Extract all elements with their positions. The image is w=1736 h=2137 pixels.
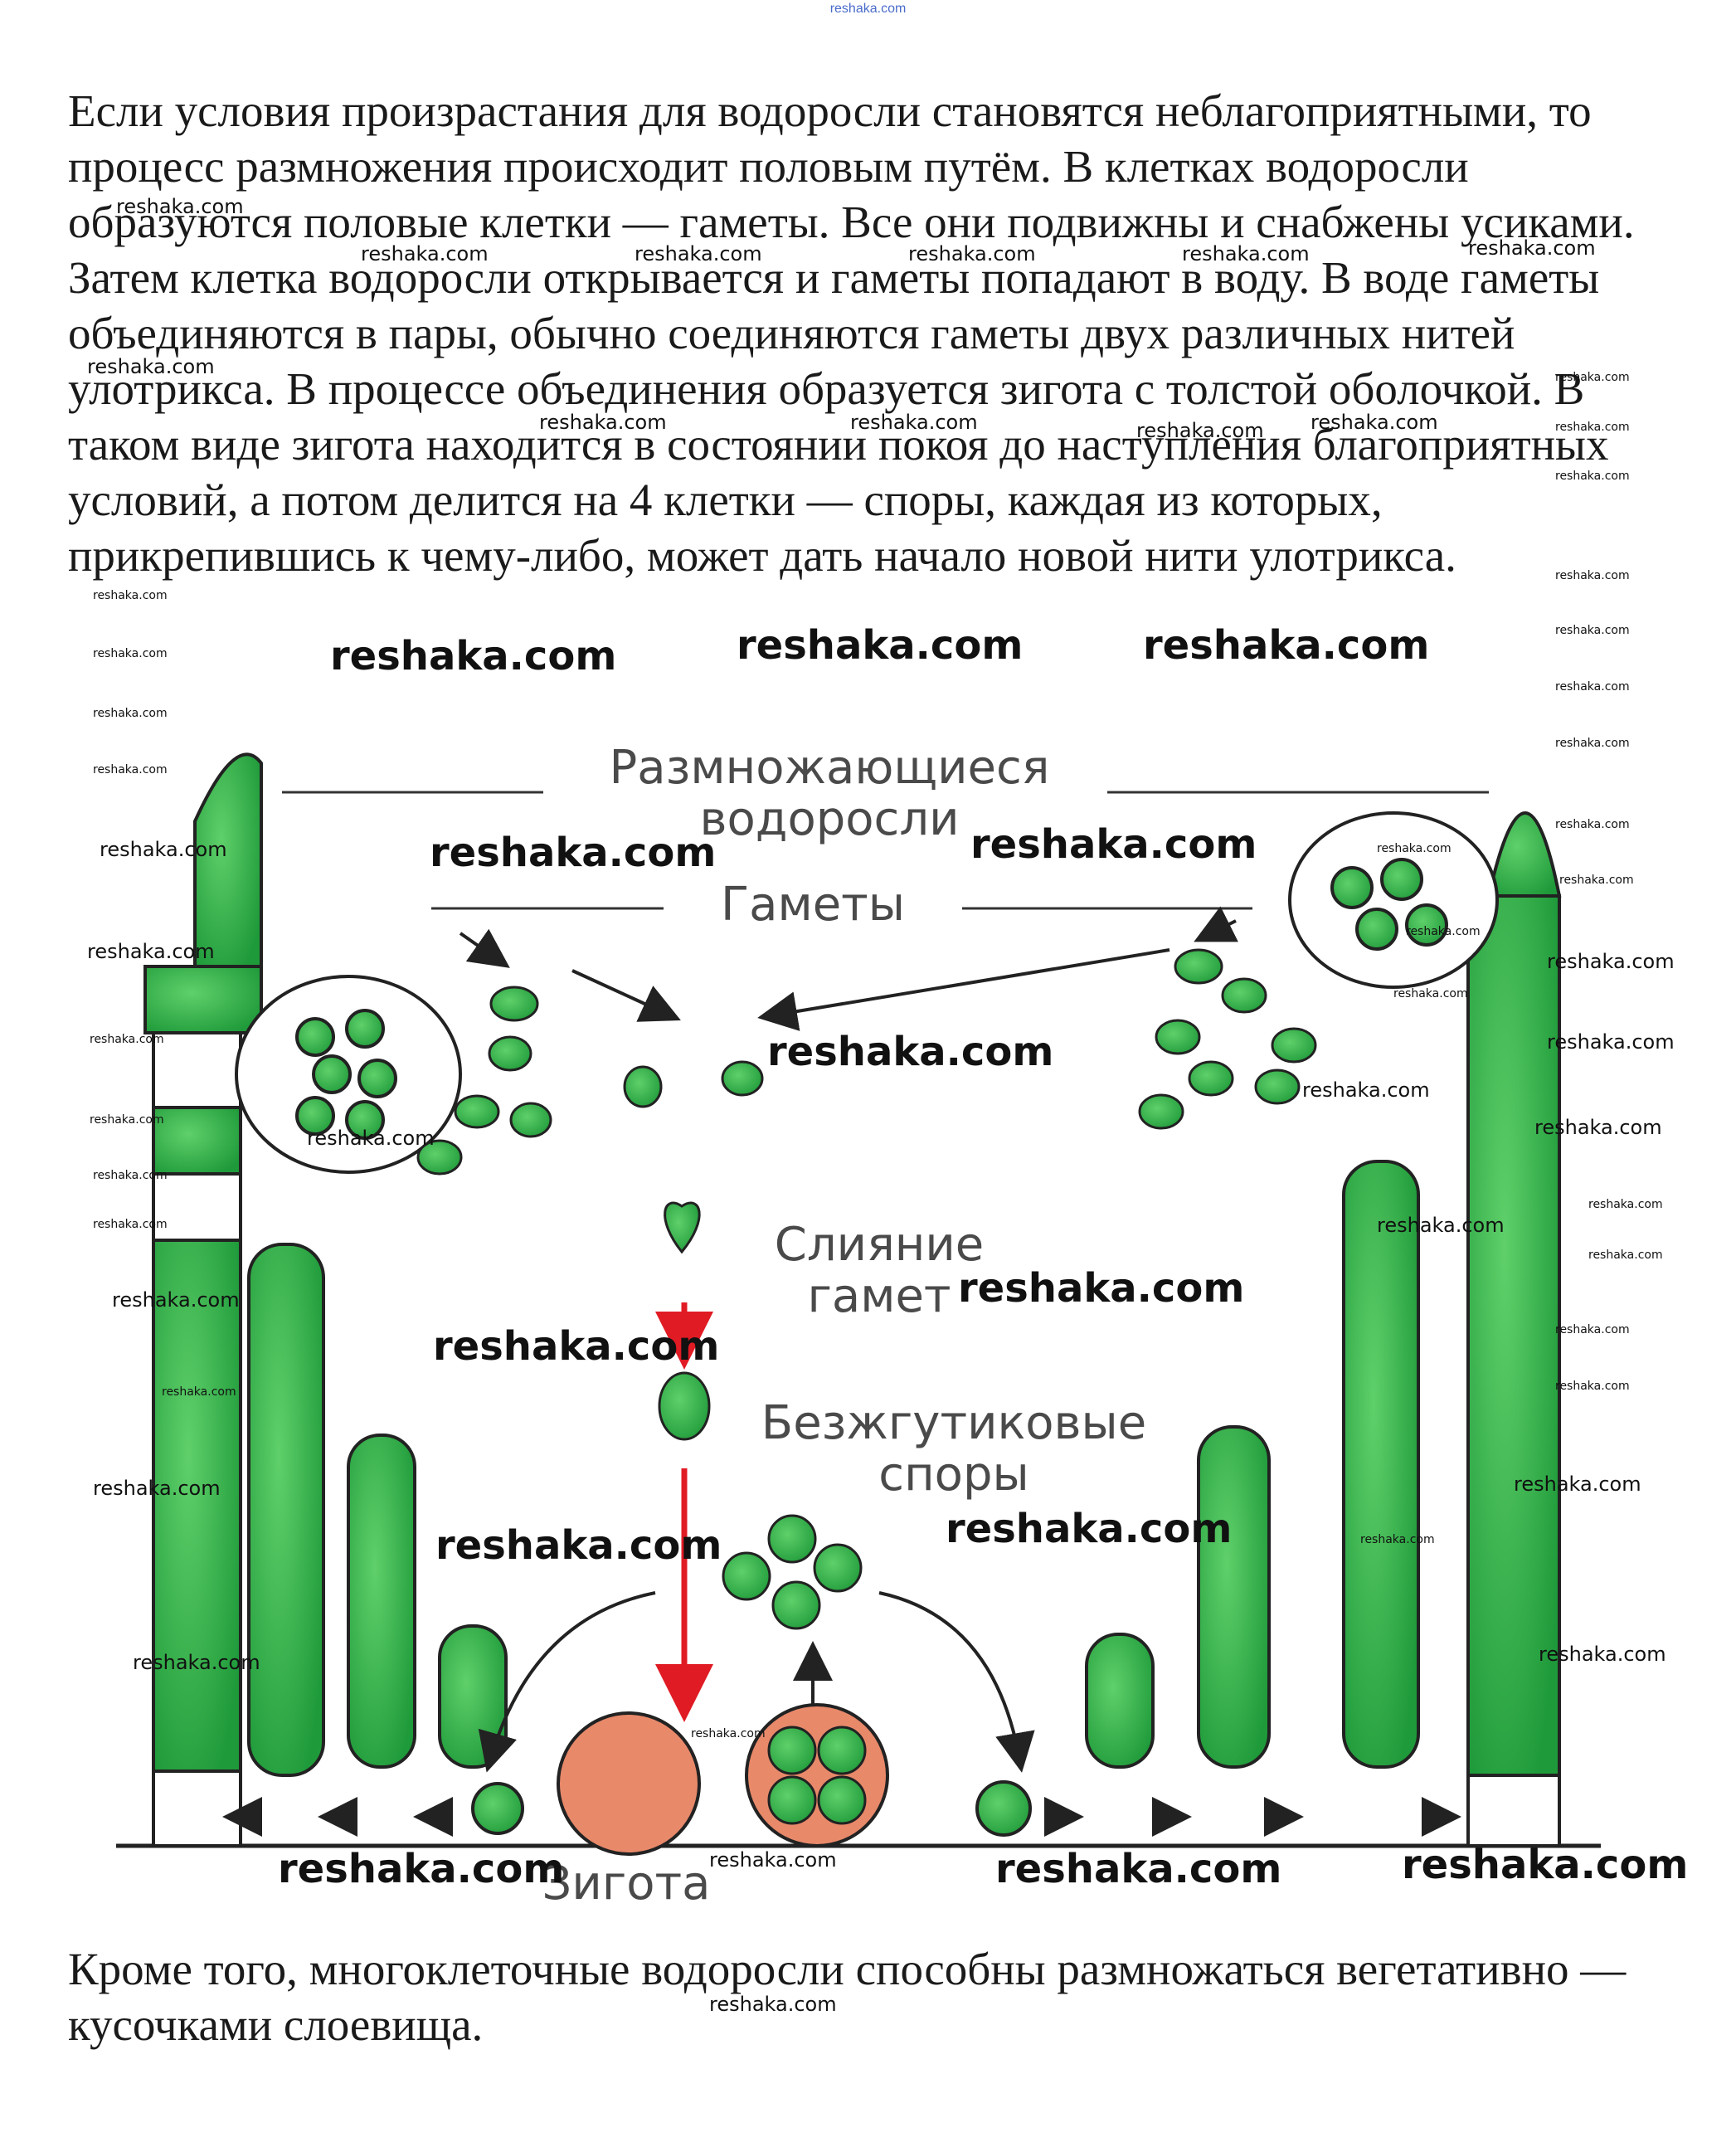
filament-right-tall [1288, 811, 1562, 1847]
watermark: reshaka.com [307, 1127, 435, 1150]
filament-right-4 [1085, 1633, 1155, 1769]
watermark: reshaka.com [90, 1033, 164, 1046]
watermark: reshaka.com [1143, 622, 1430, 669]
watermark: reshaka.com [1377, 1214, 1505, 1237]
watermark: reshaka.com [709, 1993, 837, 2016]
watermark: reshaka.com [946, 1506, 1233, 1552]
filament-left-3 [347, 1434, 416, 1769]
watermark: reshaka.com [87, 940, 215, 963]
filament-left-tall [143, 752, 462, 1847]
watermark: reshaka.com [1555, 680, 1630, 694]
zygote-young [658, 1371, 711, 1441]
watermark: reshaka.com [1136, 419, 1264, 442]
label-gametes: Гаметы [720, 878, 905, 932]
filament-right-2 [1342, 1160, 1420, 1769]
label-zygote: Зигота [542, 1857, 711, 1911]
watermark: reshaka.com [112, 1288, 240, 1312]
watermark: reshaka.com [93, 1169, 168, 1182]
watermark: reshaka.com [691, 1727, 766, 1740]
watermark: reshaka.com [90, 1113, 164, 1127]
watermark: reshaka.com [1547, 950, 1675, 973]
zygote-spores [767, 1726, 867, 1825]
watermark: reshaka.com [430, 830, 717, 876]
paragraph-2: Кроме того, многоклеточные водоросли спо… [68, 1944, 1627, 2050]
watermark: reshaka.com [1311, 411, 1438, 434]
watermark: reshaka.com [709, 1848, 837, 1872]
watermark: reshaka.com [435, 1522, 722, 1569]
label-spores: Безжгутиковые споры [761, 1396, 1147, 1502]
watermark: reshaka.com [1534, 1116, 1662, 1139]
watermark: reshaka.com [1555, 818, 1630, 831]
fused-gametes [664, 1201, 701, 1254]
watermark: reshaka.com [1402, 1842, 1689, 1888]
watermark: reshaka.com [433, 1323, 720, 1370]
watermark: reshaka.com [93, 1477, 221, 1500]
watermark: reshaka.com [1555, 470, 1630, 483]
filament-right-3 [1197, 1425, 1271, 1769]
watermark: reshaka.com [93, 707, 168, 720]
watermark: reshaka.com [635, 242, 762, 265]
watermark: reshaka.com [970, 821, 1257, 868]
watermark: reshaka.com [1547, 1030, 1675, 1054]
watermark: reshaka.com [1555, 569, 1630, 582]
watermark: reshaka.com [1302, 1078, 1430, 1102]
watermark: reshaka.com [116, 195, 244, 218]
watermark: reshaka.com [1539, 1643, 1666, 1666]
watermark: reshaka.com [100, 838, 227, 861]
watermark: reshaka.com [93, 1218, 168, 1231]
watermark: reshaka.com [1393, 987, 1468, 1000]
watermark: reshaka.com [93, 589, 168, 602]
watermark: reshaka.com [330, 633, 617, 679]
watermark: reshaka.com [1555, 737, 1630, 750]
label-fusion: Слияние гамет [774, 1218, 985, 1323]
watermark: reshaka.com [1555, 371, 1630, 384]
label-algae: Размножающиеся водоросли [609, 741, 1050, 846]
watermark: reshaka.com [87, 355, 215, 378]
watermark: reshaka.com [1555, 421, 1630, 434]
zygote-dividing [745, 1703, 889, 1847]
watermark: reshaka.com [1588, 1198, 1663, 1211]
watermark: reshaka.com [995, 1846, 1282, 1892]
spore-left [471, 1782, 524, 1835]
watermark: reshaka.com [1555, 1380, 1630, 1393]
watermark: reshaka.com [1360, 1533, 1435, 1546]
spore-right [975, 1780, 1032, 1837]
watermark: reshaka.com [850, 411, 978, 434]
watermark: reshaka.com [1182, 242, 1310, 265]
watermark: reshaka.com [1588, 1249, 1663, 1262]
watermark: reshaka.com [93, 763, 168, 776]
gametes [416, 948, 1317, 1176]
watermark: reshaka.com [958, 1265, 1245, 1312]
filament-left-2 [247, 1243, 325, 1777]
watermark: reshaka.com [1555, 624, 1630, 637]
watermark: reshaka.com [133, 1651, 260, 1674]
source-url[interactable]: reshaka.com [829, 2, 907, 16]
watermark: reshaka.com [1468, 236, 1596, 260]
watermark: reshaka.com [539, 411, 667, 434]
watermark: reshaka.com [162, 1385, 236, 1399]
watermark: reshaka.com [1406, 925, 1481, 938]
watermark: reshaka.com [1555, 1323, 1630, 1336]
watermark: reshaka.com [1559, 874, 1634, 887]
zygote [557, 1711, 701, 1856]
watermark: reshaka.com [361, 242, 489, 265]
watermark: reshaka.com [278, 1846, 565, 1892]
paragraph-1: Если условия произрастания для водоросли… [68, 85, 1635, 581]
watermark: reshaka.com [1514, 1473, 1641, 1496]
watermark: reshaka.com [1377, 842, 1452, 855]
watermark: reshaka.com [908, 242, 1036, 265]
watermark: reshaka.com [93, 647, 168, 660]
free-spores [722, 1514, 863, 1630]
watermark: reshaka.com [767, 1029, 1054, 1075]
watermark: reshaka.com [737, 622, 1024, 669]
